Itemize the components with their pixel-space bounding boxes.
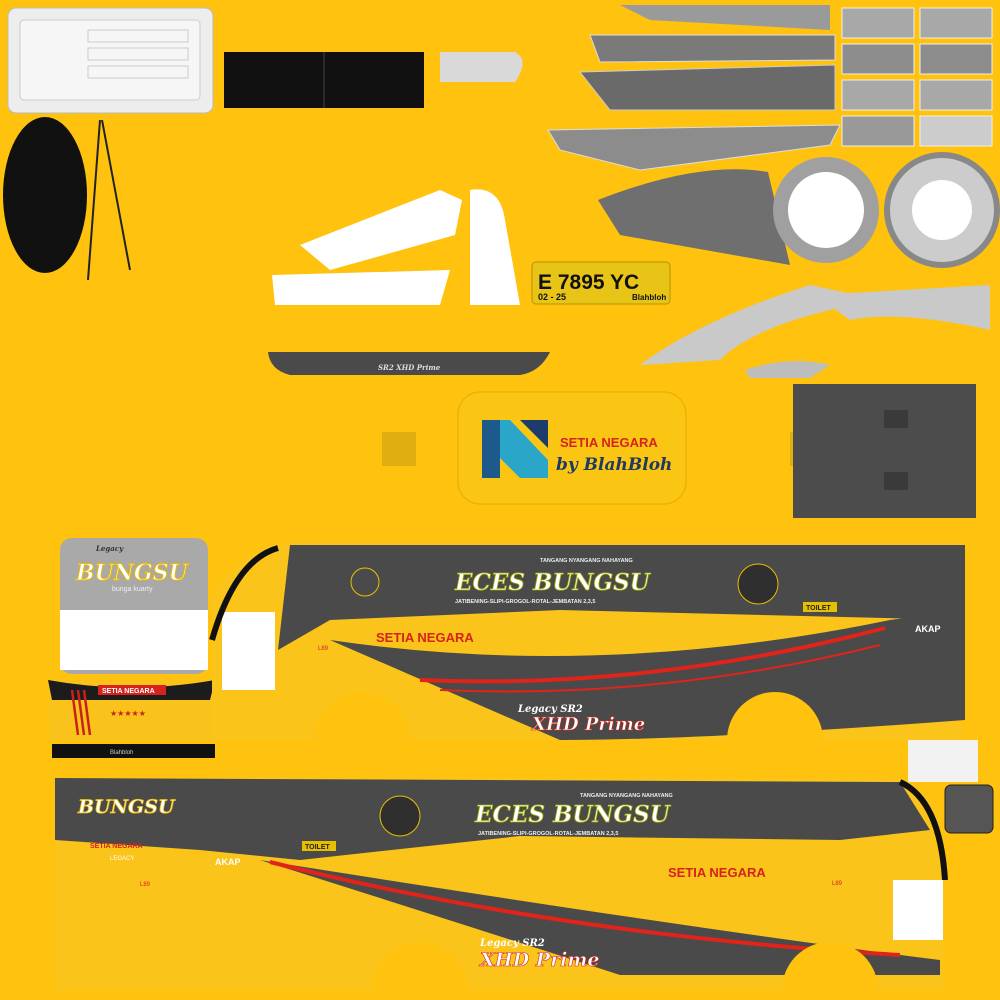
svg-text:L89: L89 (140, 882, 151, 888)
svg-text:XHD Prime: XHD Prime (531, 714, 645, 735)
svg-text:Legacy SR2: Legacy SR2 (479, 938, 545, 949)
black-oval (3, 117, 87, 273)
square-mark (382, 432, 416, 466)
bus-side-left: BUNGSU SETIA NEGARA LEGACY ECES BUNGSU T… (55, 778, 948, 1000)
front-top-bar (268, 352, 550, 375)
svg-text:02 - 25: 02 - 25 (538, 292, 566, 302)
svg-text:TOILET: TOILET (305, 844, 330, 851)
svg-text:AKAP: AKAP (215, 857, 241, 867)
svg-text:SR2 XHD Prime: SR2 XHD Prime (378, 363, 441, 372)
svg-text:Legacy SR2: Legacy SR2 (517, 704, 583, 715)
svg-text:SETIA NEGARA: SETIA NEGARA (90, 843, 143, 850)
logo-badge: SETIA NEGARA by BlahBloh (457, 391, 687, 505)
light-shapes (272, 189, 520, 305)
bus-front: Legacy BUNGSU bunga kuarty SETIA NEGARA … (48, 538, 215, 758)
grey-panel (793, 384, 976, 518)
svg-text:SETIA NEGARA: SETIA NEGARA (560, 435, 658, 450)
roof-panel (7, 7, 214, 114)
svg-text:ECES BUNGSU: ECES BUNGSU (474, 801, 672, 828)
svg-text:TANGANG NYANGANG NAHAYANG: TANGANG NYANGANG NAHAYANG (580, 793, 673, 799)
chrome-parts (547, 5, 1000, 378)
svg-text:TOILET: TOILET (806, 605, 831, 612)
svg-text:LEGACY: LEGACY (110, 856, 134, 862)
svg-text:bunga kuarty: bunga kuarty (112, 586, 153, 593)
mirror-part (440, 52, 523, 82)
svg-text:E 7895 YC: E 7895 YC (538, 271, 639, 294)
svg-text:★★★★★: ★★★★★ (110, 709, 146, 718)
svg-text:L89: L89 (832, 881, 843, 887)
white-patch (908, 740, 978, 782)
svg-text:BUNGSU: BUNGSU (77, 796, 176, 818)
svg-text:SETIA NEGARA: SETIA NEGARA (102, 688, 155, 695)
license-plate: E 7895 YC 02 - 25 Blahbloh (531, 261, 671, 305)
svg-text:Legacy: Legacy (95, 544, 124, 553)
svg-text:ECES BUNGSU: ECES BUNGSU (454, 569, 652, 596)
svg-text:XHD Prime: XHD Prime (479, 949, 600, 971)
svg-text:SETIA NEGARA: SETIA NEGARA (668, 865, 766, 880)
svg-text:L89: L89 (318, 646, 329, 652)
svg-text:JATIBENING-SLIPI-GROGOL-ROTAL-: JATIBENING-SLIPI-GROGOL-ROTAL-JEMBATAN 2… (455, 599, 595, 605)
svg-text:BUNGSU: BUNGSU (75, 560, 190, 586)
mirror-patch (944, 784, 994, 834)
bus-side-right: ECES BUNGSU TANGANG NYANGANG NAHAYANG JA… (209, 542, 965, 788)
svg-text:Blahbloh: Blahbloh (632, 293, 666, 302)
svg-text:JATIBENING-SLIPI-GROGOL-ROTAL-: JATIBENING-SLIPI-GROGOL-ROTAL-JEMBATAN 2… (478, 831, 618, 837)
svg-text:SETIA NEGARA: SETIA NEGARA (376, 630, 474, 645)
svg-text:TANGANG NYANGANG NAHAYANG: TANGANG NYANGANG NAHAYANG (540, 558, 633, 564)
svg-text:by BlahBloh: by BlahBloh (556, 455, 672, 475)
wiper-icon (87, 119, 131, 281)
svg-text:Blahbloh: Blahbloh (110, 750, 133, 756)
svg-text:AKAP: AKAP (915, 624, 941, 634)
